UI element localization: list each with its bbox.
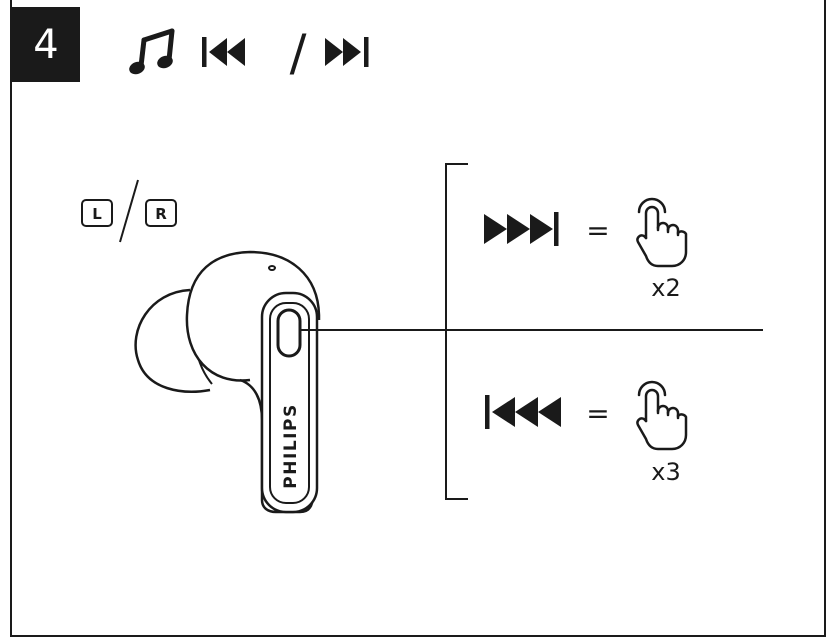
- action-previous-track: = x3: [485, 380, 688, 486]
- callout: [300, 163, 763, 500]
- music-note-icon: [129, 28, 175, 75]
- header-icons: /: [129, 24, 369, 82]
- previous-track-icon: [202, 37, 245, 67]
- touch-pad: [276, 308, 302, 358]
- side-selector: L R: [81, 179, 177, 243]
- diagram-frame: [10, 0, 826, 637]
- action-next-equals: =: [586, 214, 609, 247]
- earbud-illustration: [134, 250, 321, 514]
- tap-hand-icon: [636, 380, 688, 451]
- right-earbud-label: R: [155, 205, 167, 223]
- action-previous-equals: =: [586, 397, 609, 430]
- previous-track-icon: [485, 395, 561, 429]
- action-previous-tap-count: x3: [651, 458, 680, 486]
- next-track-icon: [484, 212, 559, 246]
- action-next-track: = x2: [484, 197, 688, 302]
- left-earbud-box: [81, 199, 113, 227]
- tap-hand-icon: [636, 197, 688, 268]
- step-number: 4: [33, 22, 58, 68]
- next-track-icon: [325, 37, 369, 67]
- step-badge: 4: [12, 7, 80, 82]
- header-separator: /: [290, 24, 307, 82]
- left-earbud-label: L: [92, 205, 102, 223]
- side-separator: [119, 179, 139, 243]
- action-next-tap-count: x2: [651, 274, 680, 302]
- earbud-brand: PHILIPS: [281, 403, 301, 488]
- callout-bracket: [445, 163, 468, 500]
- right-earbud-box: [145, 199, 177, 227]
